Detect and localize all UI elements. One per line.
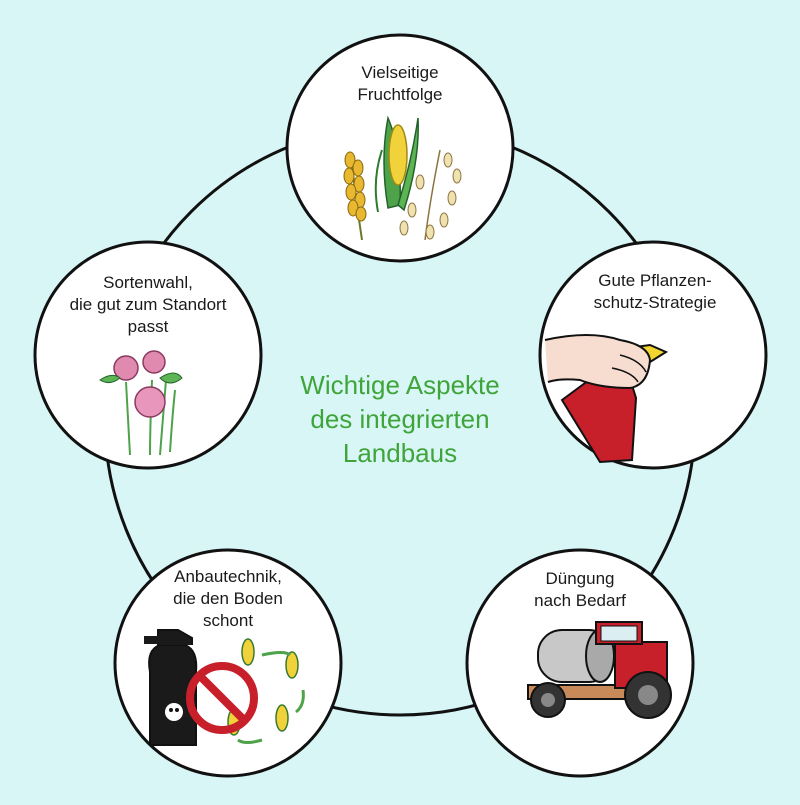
no-pesticide-crop-rotation-icon [144,629,305,746]
node-label-sortenwahl: Sortenwahl, die gut zum Standort passt [69,273,227,336]
node-label-duengung: Düngung nach Bedarf [534,569,626,610]
spray-bottle-hand-icon [544,334,669,464]
fertilizer-tractor-icon [527,621,672,719]
node-label-fruchtfolge: Vielseitige Fruchtfolge [357,63,443,104]
clover-flowers-icon [99,350,183,456]
node-label-pflanzenschutz: Gute Pflanzen- schutz-Strategie [593,271,717,312]
diagram-title: Wichtige Aspekte des integrierten Landba… [300,370,500,468]
node-label-anbautechnik: Anbautechnik, die den Boden schont [173,567,283,630]
grain-crops-icon [343,115,462,241]
